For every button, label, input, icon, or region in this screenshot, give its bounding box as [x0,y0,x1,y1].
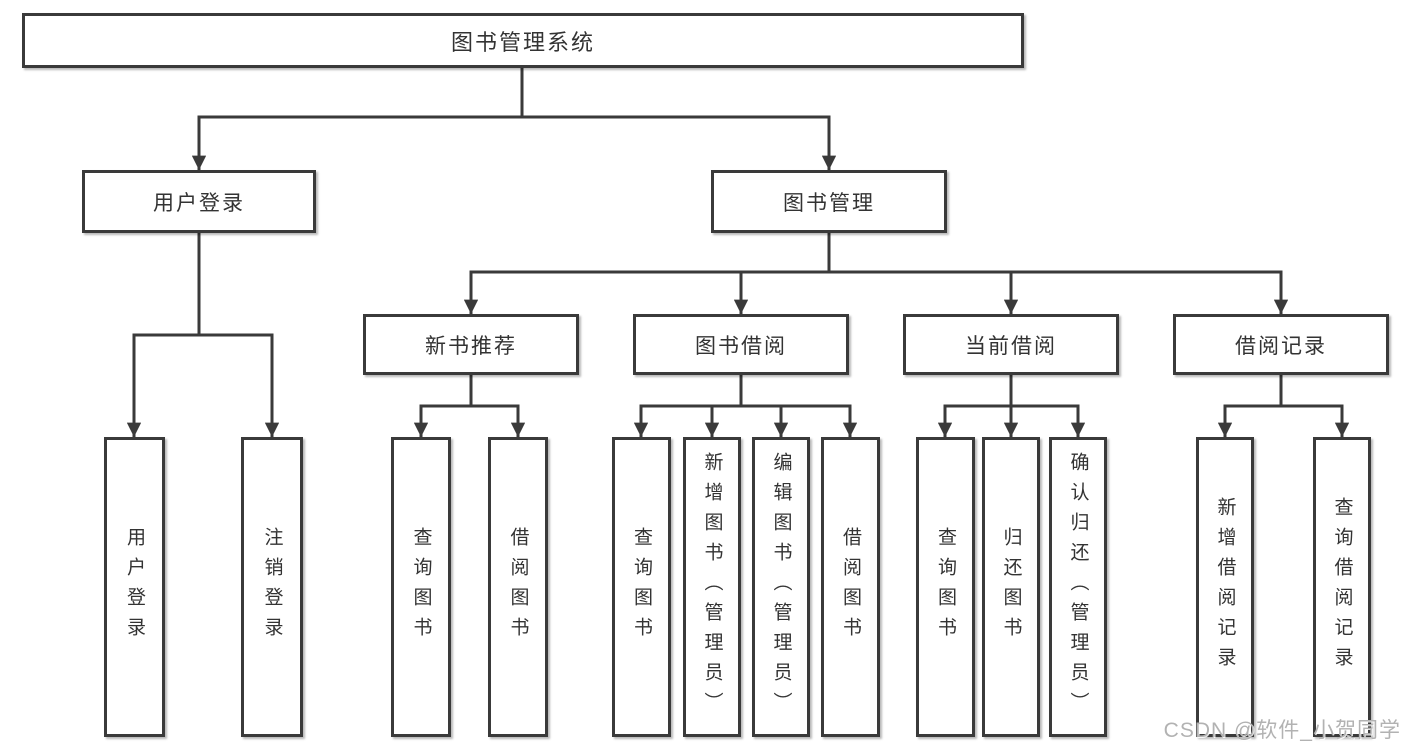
connector-userlogin-to-login [126,233,201,437]
connector-root-to-book-mgmt [520,68,837,170]
leaf-query-books-borrow: 查询图书 [612,437,671,737]
node-book-management-label: 图书管理 [783,191,875,215]
connector-current-to-confirm [1009,375,1086,437]
leaf-user-login: 用户登录 [104,437,165,737]
connector-newbooks-to-query [413,375,473,437]
leaf-return-books: 归还图书 [982,437,1040,737]
leaf-return-books-label: 归还图书 [1000,527,1022,647]
node-user-login-label: 用户登录 [153,191,245,215]
node-book-borrowing-label: 图书借阅 [695,334,787,358]
node-borrowing-records: 借阅记录 [1173,314,1389,375]
node-book-management: 图书管理 [711,170,947,233]
connector-bookborrow-to-borrow [739,375,858,437]
leaf-borrow-books-recommend-label: 借阅图书 [507,527,529,647]
connector-bookborrow-to-add [704,375,743,437]
connector-current-to-query [937,375,1013,437]
leaf-query-borrow-record: 查询借阅记录 [1313,437,1371,737]
leaf-query-books-recommend-label: 查询图书 [410,527,432,647]
connector-root-to-user-login [191,68,524,170]
node-new-book-recommend-label: 新书推荐 [425,334,517,358]
leaf-add-borrow-record-label: 新增借阅记录 [1214,497,1236,677]
leaf-borrow-books-recommend: 借阅图书 [488,437,548,737]
leaf-logout-label: 注销登录 [261,527,283,647]
leaf-confirm-return-admin-label: 确认归还（管理员） [1067,452,1089,722]
leaf-edit-book-admin: 编辑图书（管理员） [752,437,810,737]
connector-mgmt-to-borrow-records [827,233,1289,314]
node-book-borrowing: 图书借阅 [633,314,849,375]
node-borrowing-records-label: 借阅记录 [1235,334,1327,358]
leaf-user-login-label: 用户登录 [124,527,145,647]
leaf-edit-book-admin-label: 编辑图书（管理员） [770,452,792,722]
leaf-add-book-admin: 新增图书（管理员） [683,437,741,737]
node-current-borrowing-label: 当前借阅 [965,334,1057,358]
node-root-library-system: 图书管理系统 [22,13,1024,68]
node-user-login: 用户登录 [82,170,316,233]
leaf-query-books-recommend: 查询图书 [391,437,451,737]
connector-mgmt-to-book-borrow [733,233,831,314]
leaf-borrow-books-label: 借阅图书 [840,527,861,647]
leaf-confirm-return-admin: 确认归还（管理员） [1049,437,1107,737]
node-root-label: 图书管理系统 [450,29,595,55]
connector-records-to-add [1217,375,1283,437]
leaf-query-books-borrow-label: 查询图书 [631,527,652,647]
leaf-borrow-books: 借阅图书 [821,437,880,737]
node-new-book-recommend: 新书推荐 [363,314,579,375]
leaf-add-borrow-record: 新增借阅记录 [1196,437,1254,737]
connector-records-to-query [1279,375,1350,437]
leaf-query-books-current-label: 查询图书 [935,527,956,647]
leaf-add-book-admin-label: 新增图书（管理员） [701,452,723,722]
csdn-watermark: CSDN @软件_小贺同学 [1163,719,1401,742]
leaf-query-books-current: 查询图书 [916,437,975,737]
leaf-query-borrow-record-label: 查询借阅记录 [1331,497,1353,677]
connector-newbooks-to-borrow [469,375,526,437]
node-current-borrowing: 当前借阅 [903,314,1119,375]
connector-userlogin-to-logout [197,233,280,437]
leaf-logout: 注销登录 [241,437,303,737]
